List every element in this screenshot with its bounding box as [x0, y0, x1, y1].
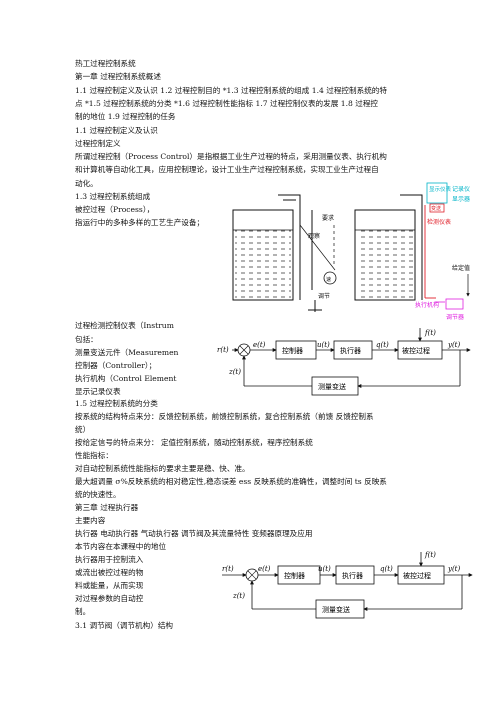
paragraph-line: 制。 — [75, 607, 91, 616]
bd2-actuator-label: 执行器 — [342, 571, 363, 580]
bd2-q-label: q(t) — [380, 565, 393, 573]
speed-label: 速 — [326, 277, 331, 283]
paragraph-line: 按系统的结构特点来分：反馈控制系统，前馈控制系统，复合控制系统（前馈 反馈控制系 — [75, 412, 374, 421]
paragraph-line: 和计算机等自动化工具，应用控制理论，设计工业生产过程控制系统，实现工业生产过程自 — [75, 165, 379, 174]
bd1-actuator-label: 执行器 — [340, 346, 361, 355]
section-heading: 1.3 过程控制系统组成 — [75, 192, 151, 201]
paragraph-line: 对过程参数的自动控 — [75, 594, 144, 603]
bd2-u-label: u(t) — [318, 565, 331, 573]
section-heading: 1.5 过程控制系统的分类 — [75, 399, 158, 408]
paragraph-line: 执行机构（Control Element — [75, 374, 177, 383]
bd2-transmitter-block — [315, 599, 365, 619]
bd1-controller-label: 控制器 — [282, 346, 303, 355]
paragraph-line: 料或能量，从而实现 — [75, 581, 144, 590]
setpoint-label: 给定值 — [452, 264, 470, 272]
bd1-u-label: u(t) — [317, 341, 330, 349]
paragraph-line: 控制器（Controller）； — [75, 361, 157, 370]
subheading: 主要内容 — [75, 516, 106, 525]
bd2-r-label: r(t) — [222, 565, 234, 573]
chapter3-heading: 第三章 过程执行器 — [75, 503, 139, 512]
bd2-process-block — [397, 565, 445, 585]
display-instrument-box — [426, 182, 448, 204]
bd1-f-label: f(t) — [424, 329, 436, 337]
bd2-f-label: f(t) — [424, 551, 436, 559]
bd2-transmitter-label: 测量变送 — [322, 605, 350, 614]
subheading: 过程控制定义 — [75, 139, 121, 148]
adjust-label: 调节 — [318, 292, 330, 300]
bd2-controller-block — [277, 565, 321, 585]
transmitter-box — [429, 203, 445, 213]
left-tank — [232, 194, 301, 301]
bd2-y-label: y(t) — [447, 565, 460, 573]
doc-title: 热工过程控制系统 — [75, 59, 136, 68]
toc-line: 点 *1.5 过程控制系统的分类 *1.6 过程控制性能指标 1.7 过程控制仪… — [75, 99, 379, 108]
paragraph-line: 或流出被控过程的物 — [75, 568, 144, 577]
operator-figure — [299, 210, 337, 312]
paragraph-line: 统） — [75, 425, 91, 434]
right-tank — [354, 194, 423, 301]
actuator-label: 执行机构 — [415, 301, 439, 309]
toc-line: 制的地位 1.9 过程控制的任务 — [75, 112, 176, 121]
bd1-e-label: e(t) — [253, 341, 266, 349]
bd1-transmitter-label: 测量变送 — [318, 382, 346, 391]
paragraph-line: 按给定信号的特点来分： 定值控制系统，随动控制系统，程序控制系统 — [75, 438, 313, 447]
paragraph-line: 显示记录仪表 — [75, 387, 121, 396]
bd1-summing-junction — [237, 343, 251, 357]
bd2-e-label: e(t) — [258, 565, 271, 573]
screen-label: 显示器 — [452, 196, 470, 203]
paragraph-line: 最大超调量 σ%反映系统的相对稳定性,稳态误差 ess 反映系统的准确性，调整时… — [75, 477, 387, 486]
paragraph-line: 被控过程（Process）， — [75, 205, 155, 214]
bd2-actuator-block — [335, 565, 375, 585]
paragraph-line: 包括： — [75, 335, 98, 344]
paragraph-line: 过程检测控制仪表（Instrum — [75, 321, 174, 330]
recorder-label: 记录仪 — [452, 185, 470, 193]
bd1-process-block — [397, 340, 443, 360]
controller-box — [445, 298, 464, 310]
bd1-process-label: 被控过程 — [402, 346, 430, 355]
observe-label: 观察 — [308, 232, 320, 240]
detector-label: 检测仪表 — [427, 218, 451, 226]
paragraph-line: 执行器用于控制流入 — [75, 555, 144, 564]
paragraph-line: 执行器 电动执行器 气动执行器 调节阀及其流量特性 变频器原理及应用 — [75, 529, 313, 538]
section-heading: 3.1 调节阀（调节机构）结构 — [75, 621, 174, 630]
bd1-r-label: r(t) — [217, 346, 229, 354]
bd1-actuator-block — [333, 340, 373, 360]
paragraph-line: 本节内容在本课程中的地位 — [75, 542, 167, 551]
bd1-q-label: q(t) — [376, 341, 389, 349]
paragraph-line: 所谓过程控制（Process Control）是指根据工业生产过程的特点，采用测… — [75, 152, 387, 161]
block-diagram-1: r(t) e(t) 控制器 u(t) 执行器 q(t) 被控过程 f(t) y(… — [217, 328, 471, 396]
block-diagram-2: r(t) e(t) 控制器 u(t) 执行器 q(t) 被控过程 f(t) y(… — [222, 551, 473, 619]
paragraph-line: 对自动控制系统性能指标的要求主要是稳、快、准。 — [75, 464, 250, 473]
bd1-y-label: y(t) — [447, 341, 460, 349]
controller-label: 调节器 — [446, 313, 464, 321]
req-label: 要求 — [322, 214, 334, 222]
toc-line: 1.1 过程控制定义及认识 1.2 过程控制目的 *1.3 过程控制系统的组成 … — [75, 86, 387, 95]
bd1-z-label: z(t) — [228, 368, 241, 376]
paragraph-line: 性能指标： — [75, 451, 113, 460]
paragraph-line: 测量变送元件（Measuremen — [75, 348, 179, 357]
bd2-process-label: 被控过程 — [403, 571, 431, 580]
section-heading: 1.1 过程控制定义及认识 — [75, 126, 158, 135]
bd2-z-label: z(t) — [232, 592, 245, 600]
paragraph-line: 指运行中的多种多样的工艺生产设备； — [75, 218, 205, 227]
bd2-controller-label: 控制器 — [284, 571, 305, 580]
display-instrument-label: 显示仪表 — [429, 185, 452, 193]
bd1-controller-block — [275, 340, 317, 360]
bd2-summing-junction — [245, 568, 259, 582]
bd1-transmitter-block — [311, 376, 359, 396]
paragraph-line: 动化。 — [75, 179, 98, 188]
paragraph-line: 统的快速性。 — [75, 490, 121, 499]
transmit-label: 变送 — [431, 205, 441, 212]
chapter1-heading: 第一章 过程控制系统概述 — [75, 72, 161, 81]
